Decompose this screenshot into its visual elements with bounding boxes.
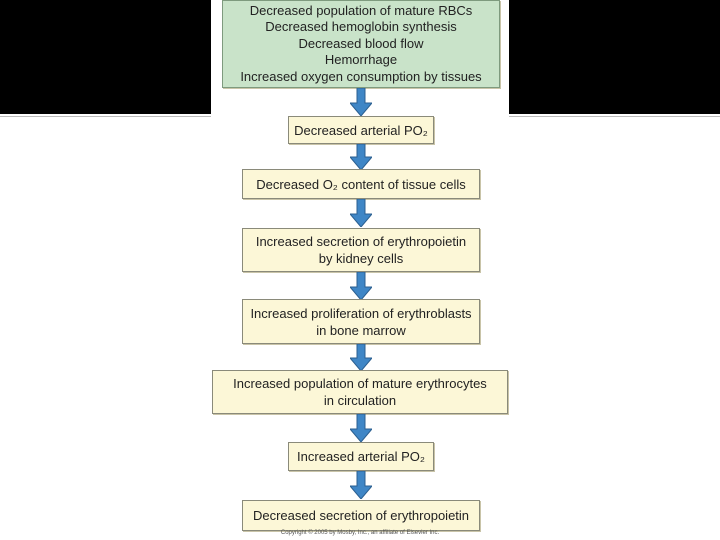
- down-arrow-5: [350, 344, 372, 371]
- down-arrow-2: [350, 144, 372, 170]
- step-1-line-2: Decreased hemoglobin synthesis: [265, 19, 457, 35]
- step-6-line-2: in circulation: [323, 393, 397, 408]
- step-1-box: Decreased population of mature RBCs Decr…: [222, 0, 500, 88]
- slide-rule-left: [0, 116, 211, 117]
- step-1-line-5: Increased oxygen consumption by tissues: [240, 68, 482, 84]
- down-arrow-1: [350, 88, 372, 116]
- step-8-box: Decreased secretion of erythropoietin: [242, 500, 480, 531]
- step-6-line-1: Increased population of mature erythrocy…: [233, 376, 487, 391]
- copyright-note: Copyright © 2005 by Mosby, Inc., an affi…: [280, 530, 440, 536]
- slide-rule-right: [509, 116, 720, 117]
- step-4-box: Increased secretion of erythropoietin by…: [242, 228, 480, 272]
- down-arrow-6: [350, 414, 372, 442]
- step-4-line-2: by kidney cells: [318, 251, 404, 266]
- down-arrow-4: [350, 272, 372, 300]
- down-arrow-7: [350, 471, 372, 499]
- step-2-line-1: Decreased arterial PO₂: [294, 122, 428, 138]
- down-arrow-3: [350, 199, 372, 227]
- step-7-box: Increased arterial PO₂: [288, 442, 434, 471]
- step-1-line-4: Hemorrhage: [324, 52, 398, 68]
- step-5-line-1: Increased proliferation of erythroblasts: [250, 305, 472, 321]
- step-8-line-1: Decreased secretion of erythropoietin: [252, 508, 470, 523]
- step-7-line-1: Increased arterial PO₂: [297, 449, 425, 464]
- step-1-line-1: Decreased population of mature RBCs: [249, 2, 473, 18]
- step-2-box: Decreased arterial PO₂: [288, 116, 434, 144]
- step-5-line-2: in bone marrow: [316, 322, 406, 338]
- step-3-line-1: Decreased O₂ content of tissue cells: [256, 176, 466, 192]
- step-5-box: Increased proliferation of erythroblasts…: [242, 299, 480, 344]
- step-6-box: Increased population of mature erythrocy…: [212, 370, 508, 414]
- step-4-line-1: Increased secretion of erythropoietin: [255, 234, 467, 249]
- step-3-box: Decreased O₂ content of tissue cells: [242, 169, 480, 199]
- step-1-line-3: Decreased blood flow: [298, 35, 424, 51]
